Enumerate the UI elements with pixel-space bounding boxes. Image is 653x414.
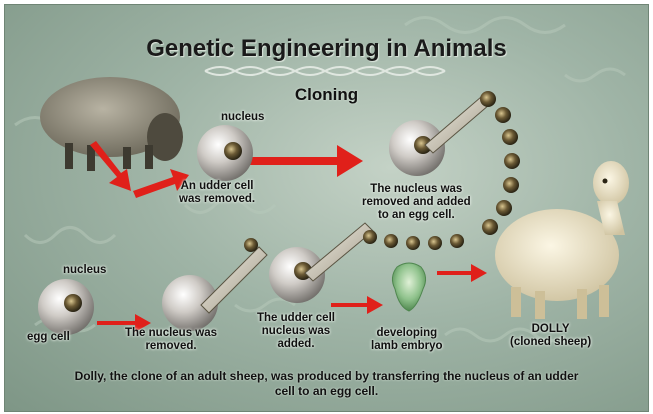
label-dolly: DOLLY (cloned sheep) — [510, 323, 591, 349]
label-udder-nucleus-added: The udder cell nucleus was added. — [257, 312, 335, 351]
dna-decoration — [205, 67, 445, 75]
label-dolly-line2: (cloned sheep) — [510, 336, 591, 349]
label-udder-nucleus-added-line1: The udder cell — [257, 312, 335, 325]
label-nucleus-transferred-line3: to an egg cell. — [362, 209, 471, 222]
label-udder-cell: An udder cell was removed. — [179, 180, 255, 206]
label-dolly-line1: DOLLY — [510, 323, 591, 336]
label-embryo: developing lamb embryo — [371, 327, 443, 353]
label-nucleus-left: nucleus — [63, 264, 106, 277]
label-udder-nucleus-added-line2: nucleus was — [257, 325, 335, 338]
label-embryo-line2: lamb embryo — [371, 340, 443, 353]
nucleus-chain — [244, 91, 520, 252]
label-nucleus-transferred: The nucleus was removed and added to an … — [362, 183, 471, 222]
diagram-subtitle: Cloning — [5, 85, 648, 105]
caption-line2: cell to an egg cell. — [5, 384, 648, 399]
diagram-title: Genetic Engineering in Animals — [5, 35, 648, 63]
label-nucleus-removed: The nucleus was removed. — [125, 327, 217, 353]
label-nucleus-removed-line2: removed. — [125, 340, 217, 353]
label-egg-cell: egg cell — [27, 331, 70, 344]
label-udder-cell-line2: was removed. — [179, 193, 255, 206]
label-nucleus-transferred-line1: The nucleus was — [362, 183, 471, 196]
diagram-canvas: Genetic Engineering in Animals Cloning n… — [4, 4, 649, 412]
diagram-caption: Dolly, the clone of an adult sheep, was … — [5, 369, 648, 399]
label-nucleus-transferred-line2: removed and added — [362, 196, 471, 209]
label-udder-cell-line1: An udder cell — [179, 180, 255, 193]
label-nucleus-removed-line1: The nucleus was — [125, 327, 217, 340]
label-udder-nucleus-added-line3: added. — [257, 338, 335, 351]
lamb-embryo-illustration — [392, 263, 425, 311]
egg-cell-left — [38, 279, 94, 335]
label-embryo-line1: developing — [371, 327, 443, 340]
label-nucleus-top: nucleus — [221, 111, 264, 124]
udder-cell-top — [197, 125, 253, 181]
caption-line1: Dolly, the clone of an adult sheep, was … — [5, 369, 648, 384]
